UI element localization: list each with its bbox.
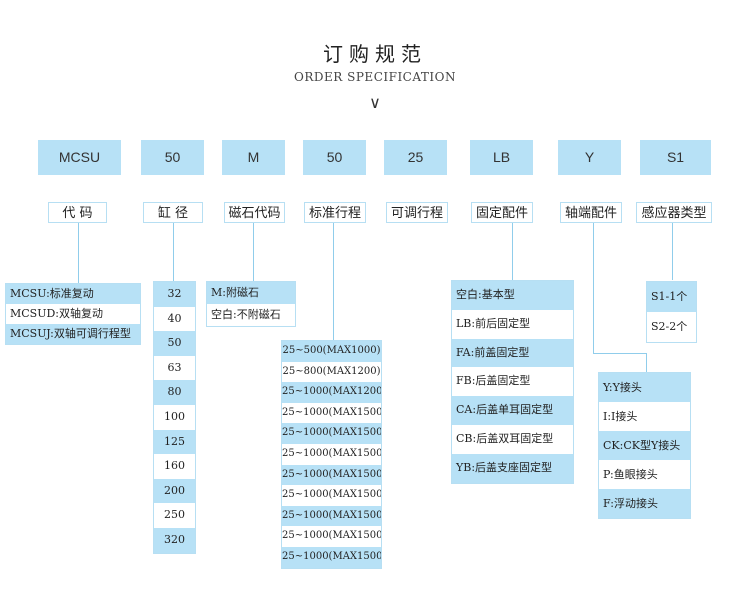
code-box-stroke: 50 bbox=[303, 140, 366, 175]
connector-sensor bbox=[672, 223, 673, 280]
list-item: F:浮动接头 bbox=[599, 489, 690, 518]
list-item: 125 bbox=[154, 429, 195, 455]
connector-magnet bbox=[253, 223, 254, 281]
list-item: 32 bbox=[154, 282, 195, 307]
mount-options-list: 空白:基本型 LB:前后固定型 FA:前盖固定型 FB:后盖固定型 CA:后盖单… bbox=[451, 280, 574, 484]
list-item: 100 bbox=[154, 404, 195, 430]
list-item: 250 bbox=[154, 503, 195, 528]
list-item: S1-1个 bbox=[647, 282, 696, 312]
list-item: FB:后盖固定型 bbox=[452, 367, 573, 397]
label-bore: 缸 径 bbox=[143, 202, 203, 223]
list-item: 160 bbox=[154, 454, 195, 479]
list-item: 63 bbox=[154, 355, 195, 381]
list-item: 空白:基本型 bbox=[452, 281, 573, 310]
label-stroke: 标准行程 bbox=[304, 202, 366, 223]
magnet-options-list: M:附磁石 空白:不附磁石 bbox=[206, 281, 296, 327]
label-model: 代 码 bbox=[48, 202, 107, 223]
code-box-model: MCSU bbox=[38, 140, 121, 175]
list-item: MCSU:标准复动 bbox=[6, 284, 140, 304]
code-box-mount: LB bbox=[470, 140, 533, 175]
connector-bore bbox=[173, 223, 174, 281]
label-sensor: 感应器类型 bbox=[636, 202, 712, 223]
label-mount: 固定配件 bbox=[471, 202, 533, 223]
label-rod-end: 轴端配件 bbox=[560, 202, 622, 223]
list-item: 25~1000(MAX1500) bbox=[282, 505, 381, 527]
list-item: 25~1000(MAX1500) bbox=[282, 423, 381, 444]
list-item: 25~800(MAX1200) bbox=[282, 361, 381, 383]
connector-rod-end-drop bbox=[646, 353, 647, 372]
list-item: YB:后盖支座固定型 bbox=[452, 453, 573, 483]
list-item: 25~1000(MAX1200) bbox=[282, 382, 381, 403]
list-item: MCSUD:双轴复动 bbox=[6, 304, 140, 324]
code-box-sensor: S1 bbox=[640, 140, 711, 175]
list-item: CK:CK型Y接头 bbox=[599, 431, 690, 460]
label-adjust: 可调行程 bbox=[386, 202, 448, 223]
list-item: Y:Y接头 bbox=[599, 373, 690, 402]
list-item: 25~1000(MAX1500) bbox=[282, 485, 381, 506]
list-item: 25~1000(MAX1500) bbox=[282, 546, 381, 568]
list-item: 空白:不附磁石 bbox=[207, 304, 295, 326]
list-item: 25~1000(MAX1500) bbox=[282, 402, 381, 424]
list-item: 25~500(MAX1000) bbox=[282, 341, 381, 362]
rod-end-options-list: Y:Y接头 I:I接头 CK:CK型Y接头 P:鱼眼接头 F:浮动接头 bbox=[598, 372, 691, 519]
list-item: 200 bbox=[154, 478, 195, 504]
list-item: 320 bbox=[154, 527, 195, 553]
connector-mount bbox=[512, 223, 513, 280]
code-box-rod-end: Y bbox=[558, 140, 621, 175]
list-item: MCSUJ:双轴可调行程型 bbox=[6, 324, 140, 344]
connector-rod-end-horizontal bbox=[593, 353, 646, 354]
list-item: 50 bbox=[154, 331, 195, 356]
chevron-down-icon: ∨ bbox=[369, 93, 381, 112]
stroke-options-list: 25~500(MAX1000) 25~800(MAX1200) 25~1000(… bbox=[281, 340, 382, 569]
list-item: 25~1000(MAX1500) bbox=[282, 526, 381, 547]
list-item: I:I接头 bbox=[599, 402, 690, 431]
sensor-options-list: S1-1个 S2-2个 bbox=[646, 281, 697, 343]
code-box-bore: 50 bbox=[141, 140, 204, 175]
list-item: P:鱼眼接头 bbox=[599, 460, 690, 489]
list-item: M:附磁石 bbox=[207, 282, 295, 304]
page-subtitle: ORDER SPECIFICATION bbox=[294, 70, 456, 84]
connector-rod-end bbox=[593, 223, 594, 353]
list-item: S2-2个 bbox=[647, 312, 696, 342]
list-item: LB:前后固定型 bbox=[452, 309, 573, 339]
list-item: 80 bbox=[154, 380, 195, 405]
list-item: 25~1000(MAX1500) bbox=[282, 443, 381, 465]
list-item: CB:后盖双耳固定型 bbox=[452, 424, 573, 454]
model-options-list: MCSU:标准复动 MCSUD:双轴复动 MCSUJ:双轴可调行程型 bbox=[5, 283, 141, 345]
page-title: 订购规范 bbox=[323, 42, 427, 66]
code-box-adjust: 25 bbox=[384, 140, 447, 175]
bore-options-list: 32 40 50 63 80 100 125 160 200 250 320 bbox=[153, 281, 196, 554]
connector-model bbox=[78, 223, 79, 283]
list-item: FA:前盖固定型 bbox=[452, 338, 573, 368]
list-item: 40 bbox=[154, 306, 195, 332]
connector-stroke bbox=[333, 223, 334, 340]
label-magnet: 磁石代码 bbox=[224, 202, 285, 223]
code-box-magnet: M bbox=[222, 140, 285, 175]
list-item: CA:后盖单耳固定型 bbox=[452, 396, 573, 425]
list-item: 25~1000(MAX1500) bbox=[282, 464, 381, 486]
